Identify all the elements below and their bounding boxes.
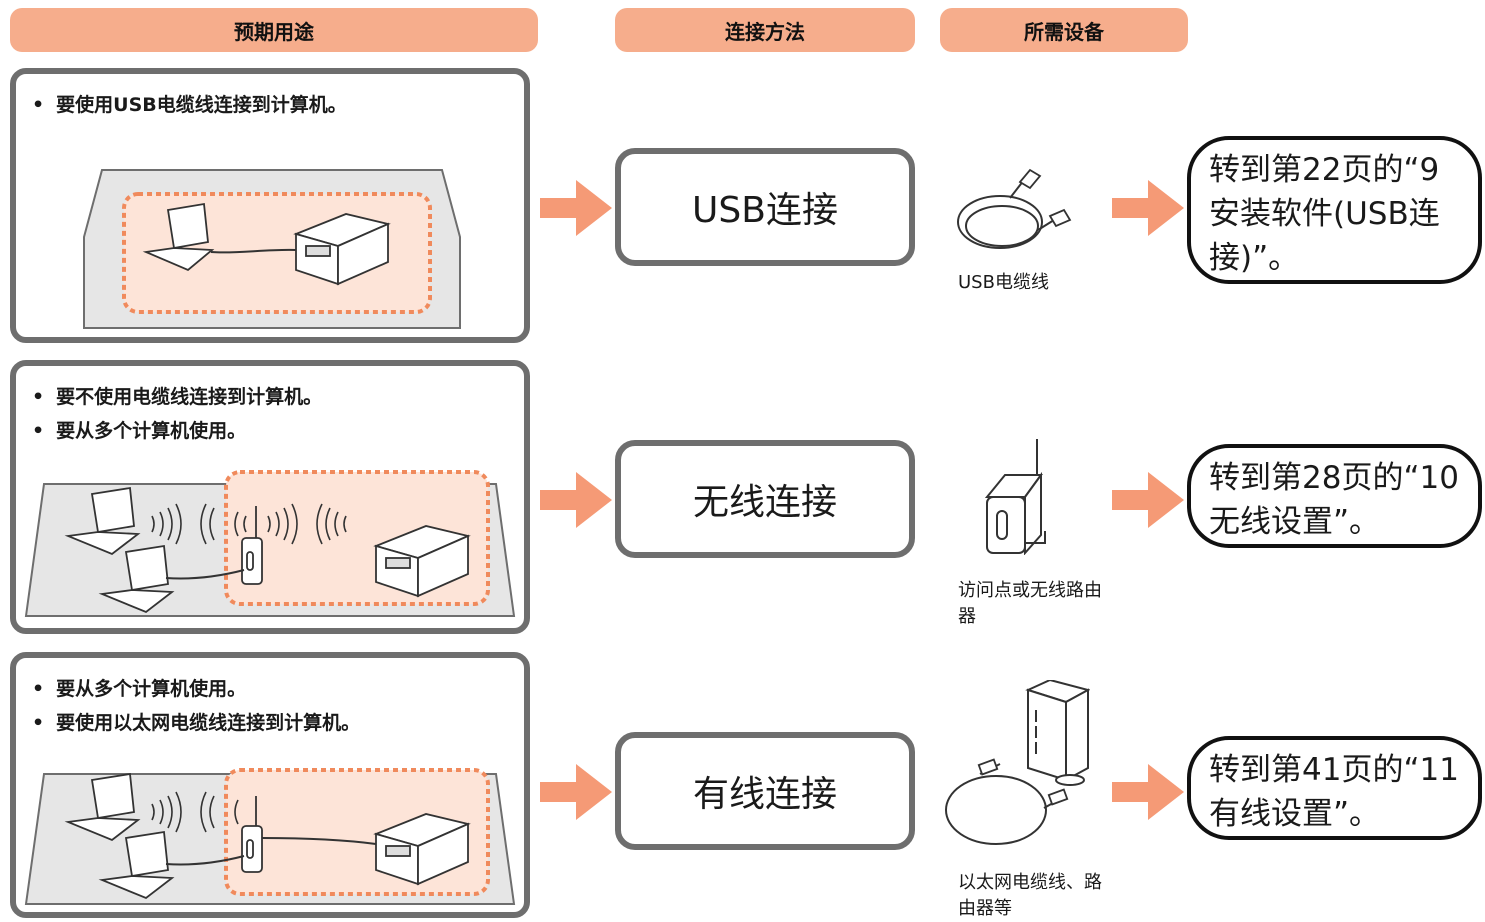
header-connection-method: 连接方法 (615, 8, 915, 52)
printer-icon (373, 813, 471, 886)
device-label-ethernet-router: 以太网电缆线、路由器等 (958, 872, 1102, 919)
usb-scene-illustration (83, 169, 461, 329)
usecase-bullet: 要使用USB电缆线连接到计算机。 (32, 88, 347, 122)
device-label-usb-cable: USB电缆线 (958, 272, 1049, 293)
device-label-access-point: 访问点或无线路由器 (958, 580, 1102, 627)
usecase-panel-wired: 要从多个计算机使用。 要使用以太网电缆线连接到计算机。 (10, 652, 530, 918)
arrow-right-icon (540, 180, 612, 236)
usecase-bullet: 要不使用电缆线连接到计算机。 (32, 380, 322, 414)
printer-icon (373, 525, 471, 598)
usecase-panel-wireless: 要不使用电缆线连接到计算机。 要从多个计算机使用。 (10, 360, 530, 634)
header-required-equipment: 所需设备 (940, 8, 1188, 52)
router-icon (241, 506, 263, 585)
usecase-bullet: 要使用以太网电缆线连接到计算机。 (32, 706, 360, 740)
arrow-right-icon (540, 472, 612, 528)
wired-scene-illustration (24, 768, 516, 905)
ethernet-router-icon (945, 680, 1090, 845)
wireless-signal-icon (151, 791, 239, 833)
destination-note-usb: 转到第22页的“9安装软件(USB连接)”。 (1187, 136, 1482, 284)
arrow-right-icon (1112, 180, 1184, 236)
method-usb-connection: USB连接 (615, 148, 915, 266)
header-intended-use: 预期用途 (10, 8, 538, 52)
arrow-right-icon (1112, 764, 1184, 820)
arrow-right-icon (540, 764, 612, 820)
method-wireless-connection: 无线连接 (615, 440, 915, 558)
arrow-right-icon (1112, 472, 1184, 528)
usecase-bullet: 要从多个计算机使用。 (32, 672, 360, 706)
usecase-bullets: 要不使用电缆线连接到计算机。 要从多个计算机使用。 (32, 380, 322, 448)
laptop-icon (64, 486, 141, 556)
laptop-icon (64, 772, 141, 842)
usecase-panel-usb: 要使用USB电缆线连接到计算机。 (10, 68, 530, 343)
wireless-signal-icon (151, 503, 347, 545)
printer-icon (293, 213, 391, 286)
wireless-scene-illustration (24, 470, 516, 617)
laptop-icon (98, 830, 175, 900)
method-wired-connection: 有线连接 (615, 732, 915, 850)
laptop-icon (142, 202, 215, 272)
laptop-icon (98, 544, 175, 614)
usecase-bullets: 要从多个计算机使用。 要使用以太网电缆线连接到计算机。 (32, 672, 360, 740)
router-icon (241, 796, 263, 873)
usb-cable-icon (957, 168, 1072, 249)
access-point-icon (984, 439, 1046, 555)
destination-note-wireless: 转到第28页的“10无线设置”。 (1187, 444, 1482, 548)
destination-note-wired: 转到第41页的“11有线设置”。 (1187, 736, 1482, 840)
usecase-bullet: 要从多个计算机使用。 (32, 414, 322, 448)
usecase-bullets: 要使用USB电缆线连接到计算机。 (32, 88, 347, 122)
